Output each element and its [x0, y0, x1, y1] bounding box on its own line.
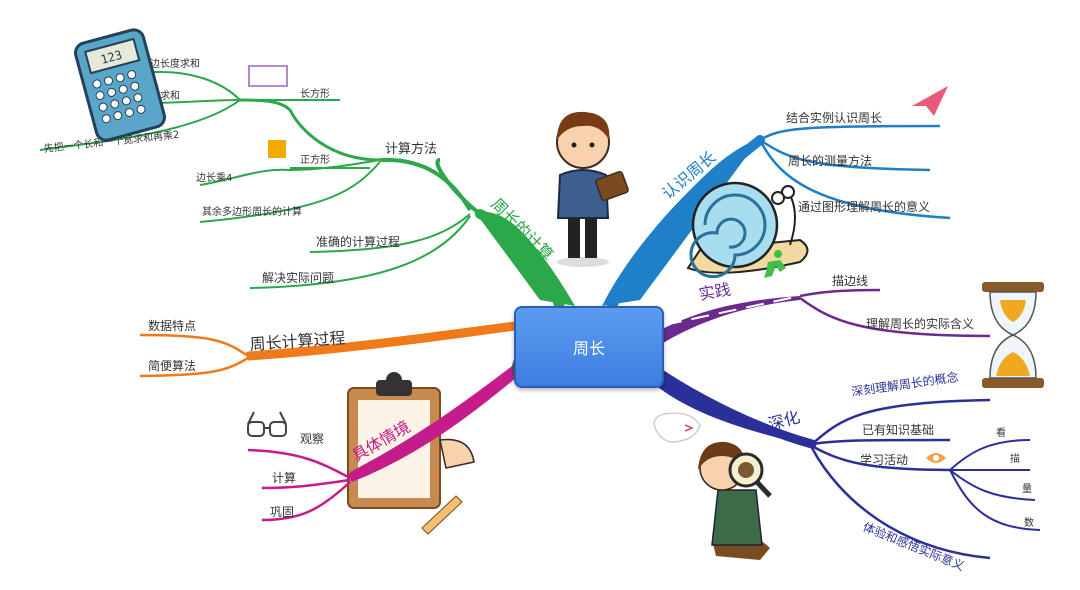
- situation-a-label: 观察: [300, 432, 324, 446]
- branch-process: 周长计算过程 数据特点 简便算法: [139, 318, 516, 378]
- rectangle-icon: [248, 65, 288, 87]
- rect-a-label: 边长度求和: [150, 57, 200, 70]
- solve-problem-label: 解决实际问题: [262, 270, 334, 285]
- speech-bubble-icon: [653, 412, 701, 443]
- branch-practice-title: 实践: [697, 280, 732, 304]
- branch-calc: 周长的计算 计算方法 长方形 边长度求和 宽求和 先把一个长和一个宽求和再乘2 …: [39, 57, 575, 313]
- glasses-icon: [247, 411, 287, 437]
- paper-plane-icon: [912, 86, 948, 116]
- deepen-a-label: 深刻理解周长的概念: [850, 369, 959, 399]
- girl-magnifier-icon: [653, 412, 772, 560]
- process-a-label: 数据特点: [148, 318, 196, 333]
- situation-b-label: 计算: [272, 470, 296, 485]
- deepen-d-label: 体验和感悟实际意义: [861, 519, 967, 573]
- pencil-icon: [421, 495, 463, 535]
- situation-c-label: 巩固: [270, 505, 294, 519]
- know-b-label: 周长的测量方法: [788, 153, 872, 168]
- branch-deepen-title: 深化: [766, 407, 802, 434]
- square-label: 正方形: [300, 153, 330, 166]
- know-c-label: 通过图形理解周长的意义: [798, 199, 930, 214]
- other-polygon-label: 其余多边形周长的计算: [202, 205, 302, 218]
- accurate-process-label: 准确的计算过程: [316, 234, 400, 249]
- center-node[interactable]: 周长: [514, 306, 664, 388]
- know-a-label: 结合实例认识周长: [786, 110, 882, 125]
- deepen-b-label: 已有知识基础: [862, 423, 934, 437]
- calculator-icon: 123: [73, 28, 167, 142]
- svg-text:123: 123: [99, 48, 124, 67]
- deepen-c4-label: 数: [1024, 516, 1034, 529]
- practice-b-label: 理解周长的实际含义: [866, 316, 974, 331]
- center-node-label: 周长: [572, 339, 605, 358]
- rect-label: 长方形: [300, 87, 330, 100]
- boy-icon: [556, 111, 629, 267]
- snail-icon: [686, 181, 809, 279]
- branch-know: 认识周长 结合实例认识周长 周长的测量方法 通过图形理解周长的意义: [602, 110, 951, 311]
- square-icon: [268, 140, 286, 158]
- calc-method-label: 计算方法: [385, 141, 437, 157]
- runner-icon: [764, 250, 786, 278]
- eye-icon: [926, 453, 946, 463]
- hourglass-icon: [982, 282, 1044, 388]
- process-b-label: 简便算法: [148, 358, 196, 373]
- branch-practice: 实践 描边线 理解周长的实际含义: [660, 274, 991, 345]
- practice-a-label: 描边线: [832, 274, 868, 288]
- deepen-c-label: 学习活动: [860, 452, 908, 467]
- deepen-c3-label: 量: [1022, 483, 1032, 495]
- deepen-c1-label: 看: [996, 426, 1006, 439]
- square-a-label: 边长乘4: [196, 172, 232, 184]
- deepen-c2-label: 描: [1010, 452, 1020, 465]
